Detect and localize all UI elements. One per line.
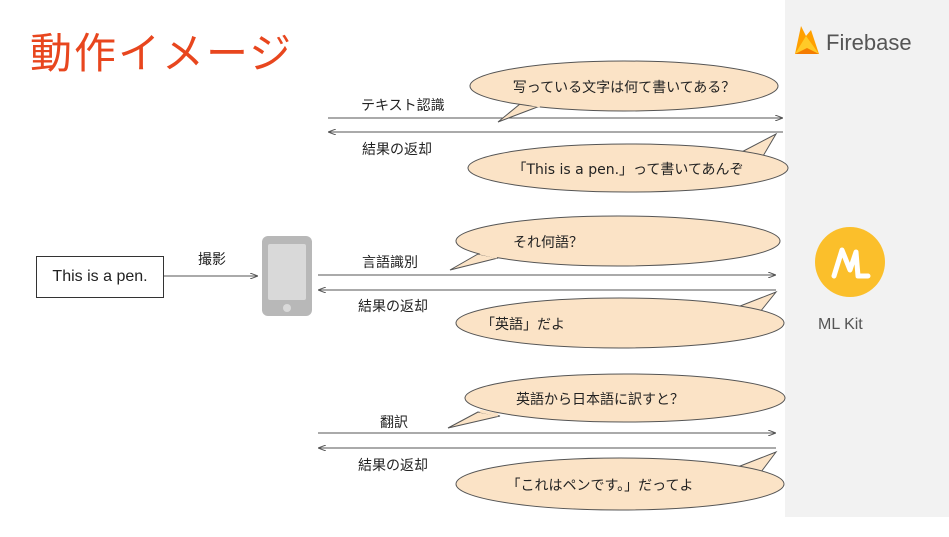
flow2-response-label: 結果の返却 xyxy=(358,299,428,315)
phone-icon xyxy=(262,236,312,316)
flow3-request-label: 翻訳 xyxy=(380,415,408,431)
flow1-request-bubble-text: 写っている文字は何て書いてある？ xyxy=(512,80,736,96)
flow3-response-bubble xyxy=(455,450,785,511)
flow1-request-bubble xyxy=(469,60,779,123)
flow2-response-bubble xyxy=(455,290,785,349)
flow2-response-bubble-text: 「英語」だよ xyxy=(481,317,565,333)
mlkit-logo-icon xyxy=(815,227,885,297)
flow2-request-bubble xyxy=(449,215,781,271)
flow3-request-bubble-text: 英語から日本語に訳すと？ xyxy=(516,392,684,408)
flow1-request-label: テキスト認識 xyxy=(361,98,445,114)
flow3-response-label: 結果の返却 xyxy=(358,458,428,474)
source-text-box: This is a pen. xyxy=(36,256,164,298)
page-title: 動作イメージ xyxy=(30,29,294,78)
firebase-flame-icon xyxy=(795,26,819,54)
flow1-response-bubble-text: 「This is a pen.」って書いてあんぞ xyxy=(512,162,744,178)
flow2-request-label: 言語識別 xyxy=(362,255,418,271)
flow1-response-bubble xyxy=(467,132,789,193)
firebase-label: Firebase xyxy=(826,30,912,55)
flow3-response-bubble-text: 「これはペンです。」だってよ xyxy=(506,478,694,494)
flow2-request-bubble-text: それ何語？ xyxy=(513,235,583,251)
capture-label: 撮影 xyxy=(198,252,226,268)
flow3-request-bubble xyxy=(447,373,786,429)
flow1-response-label: 結果の返却 xyxy=(362,142,432,158)
mlkit-label: ML Kit xyxy=(818,316,863,333)
